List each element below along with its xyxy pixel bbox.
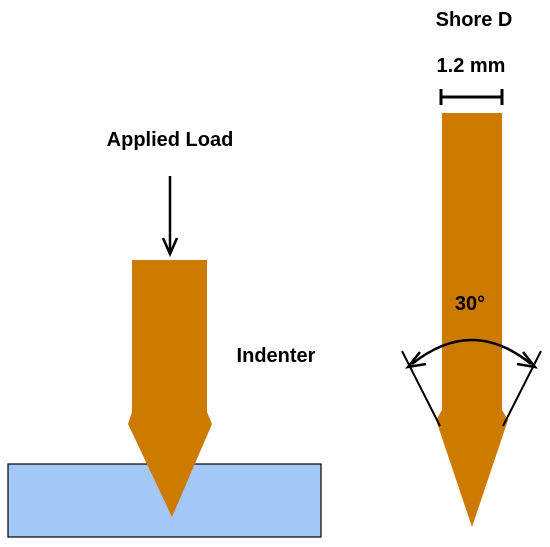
shore-d-indenter <box>436 113 508 527</box>
angle-arc-arrow-left <box>404 351 427 369</box>
cone-angle-label: 30° <box>455 293 485 315</box>
indenter-left <box>128 260 212 517</box>
shore-d-label: Shore D <box>436 9 513 31</box>
cone-angle-line-right <box>502 350 542 427</box>
tip-width-label: 1.2 mm <box>437 55 506 77</box>
indenter-label: Indenter <box>237 345 316 367</box>
cone-angle-line-left <box>401 350 441 427</box>
load-arrow-head <box>161 237 179 258</box>
width-dimension-bar <box>439 89 504 105</box>
applied-load-label: Applied Load <box>107 129 234 151</box>
angle-arc <box>411 338 532 365</box>
angle-arc-arrow-right <box>516 351 539 369</box>
